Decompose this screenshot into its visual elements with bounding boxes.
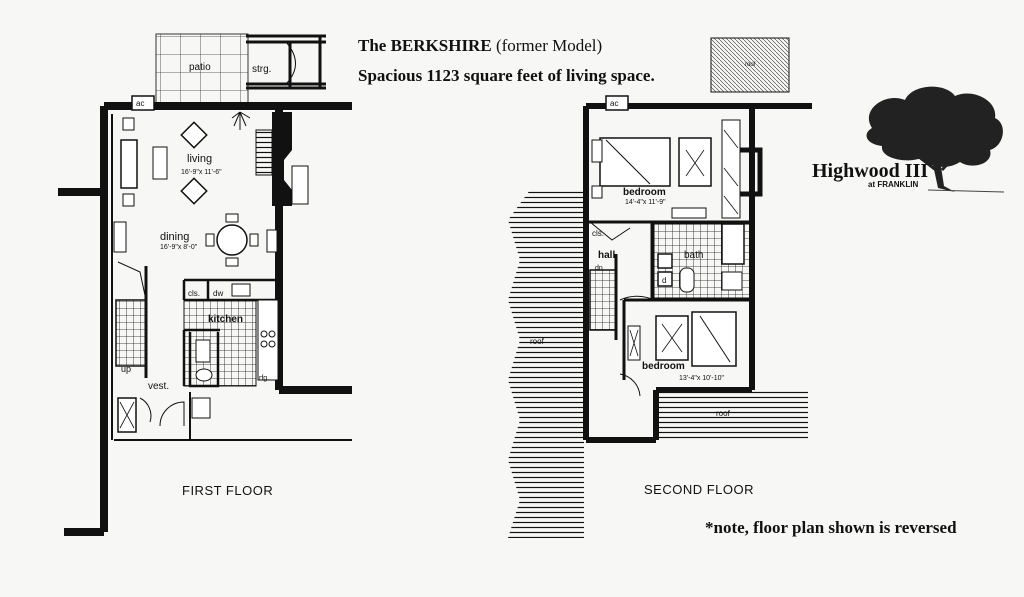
- second-floor-stairs: [589, 269, 617, 331]
- ac-label: ac: [136, 99, 144, 108]
- roof-left-hatch: [508, 190, 584, 538]
- first-floor-plan: patio strg. ac living 16'-9"x 11'-6" din…: [58, 33, 352, 536]
- kitchen-floor: [183, 299, 257, 387]
- dining-table: [216, 224, 248, 256]
- living-label: living: [187, 153, 212, 165]
- page-title: The BERKSHIRE (former Model): [358, 36, 602, 56]
- patio-area: [155, 33, 249, 105]
- first-floor-walls: [58, 102, 352, 536]
- second-ac-label: ac: [610, 99, 618, 108]
- d-mark-label: d: [662, 276, 666, 285]
- second-floor-walls: [583, 103, 812, 443]
- model-note: (former Model): [495, 36, 603, 55]
- bedroom1-dimensions: 14'-4"x 11'-9": [625, 199, 666, 206]
- tree-logo-icon: [866, 86, 1005, 193]
- roof-bottom-hatch: [658, 390, 808, 440]
- sofa-icon: [120, 139, 138, 189]
- dn-label: dn: [595, 265, 603, 272]
- storage-walls: [246, 34, 326, 90]
- roof-bottom-label: roof: [716, 409, 731, 418]
- first-floor-stairs: [115, 299, 147, 367]
- bedroom2-dimensions: 13'-4"x 10'-10": [679, 375, 725, 382]
- reversed-note: *note, floor plan shown is reversed: [705, 518, 957, 537]
- patio-label: patio: [189, 62, 211, 73]
- closet-label: cls.: [188, 289, 200, 298]
- hall-label: hall: [598, 250, 615, 261]
- refrigerator-label: rfg.: [259, 375, 269, 382]
- tagline: Spacious 1123 square feet of living spac…: [358, 66, 655, 85]
- brand-name: Highwood III: [812, 160, 929, 182]
- bed2-icon: [691, 311, 737, 367]
- storage-label: strg.: [252, 64, 271, 75]
- second-closet-label: cls.: [592, 229, 604, 238]
- brand-subtitle: at FRANKLIN: [868, 180, 919, 189]
- dishwasher-label: dw: [213, 289, 223, 298]
- roof-left-label: roof: [530, 337, 545, 346]
- kitchen-label: kitchen: [208, 314, 243, 325]
- roof-top-label: roof: [745, 62, 756, 68]
- vestibule-label: vest.: [148, 381, 169, 392]
- plant-icon: [231, 111, 251, 130]
- first-floor-label: FIRST FLOOR: [182, 483, 274, 498]
- dining-dimensions: 16'-9"x 8'-0": [160, 244, 198, 251]
- roof-top-square: [710, 37, 790, 93]
- bedroom1-label: bedroom: [623, 187, 666, 198]
- dining-label: dining: [160, 231, 189, 243]
- second-floor-label: SECOND FLOOR: [644, 482, 755, 497]
- bedroom2-label: bedroom: [642, 361, 685, 372]
- second-floor-plan: ac roof bedroom 14'-4"x 11'-9" cls. hall…: [508, 37, 812, 538]
- up-label: up: [121, 364, 131, 374]
- model-name: The BERKSHIRE: [358, 36, 492, 55]
- fireplace: [272, 112, 292, 206]
- bath-label: bath: [684, 250, 703, 261]
- living-dimensions: 16'-9"x 11'-6": [181, 169, 222, 176]
